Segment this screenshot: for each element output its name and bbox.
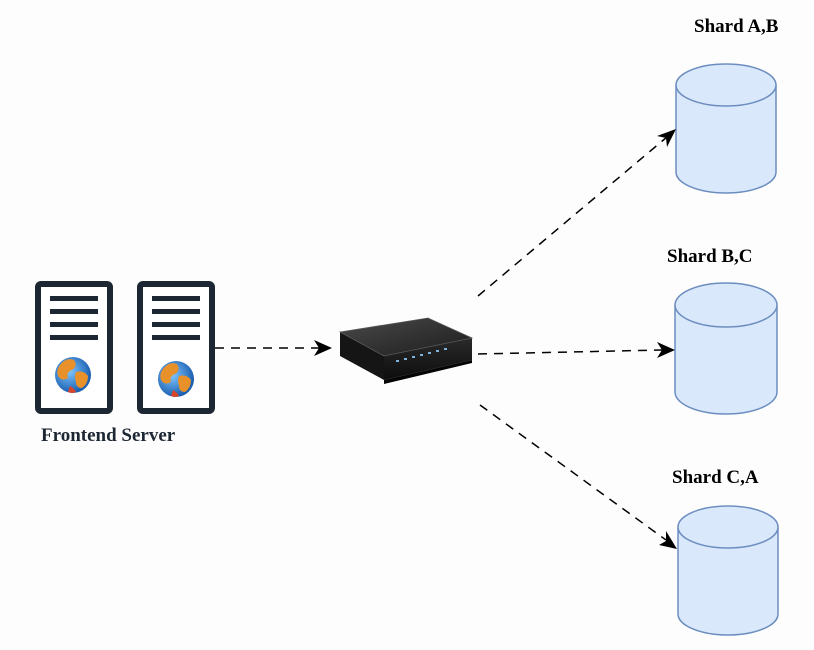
edge-router-to-shard-ca: [479, 404, 677, 549]
shard-bc-label: Shard B,C: [667, 246, 753, 267]
database-cylinder-icon: [677, 505, 779, 636]
database-cylinder-icon: [675, 63, 777, 194]
frontend-server-label: Frontend Server: [41, 425, 176, 446]
edge-router-to-shard-ab: [477, 129, 676, 297]
globe-icon: [158, 361, 194, 397]
database-cylinder-icon: [674, 282, 778, 415]
server-icon: [137, 281, 215, 414]
edge-frontend-to-router: [215, 340, 332, 356]
globe-icon: [55, 357, 91, 393]
shard-ca-label: Shard C,A: [672, 467, 759, 488]
shard-ab-label: Shard A,B: [694, 16, 779, 37]
edge-router-to-shard-bc: [477, 342, 675, 358]
server-icon: [35, 281, 113, 414]
network-switch-icon: [338, 317, 474, 384]
